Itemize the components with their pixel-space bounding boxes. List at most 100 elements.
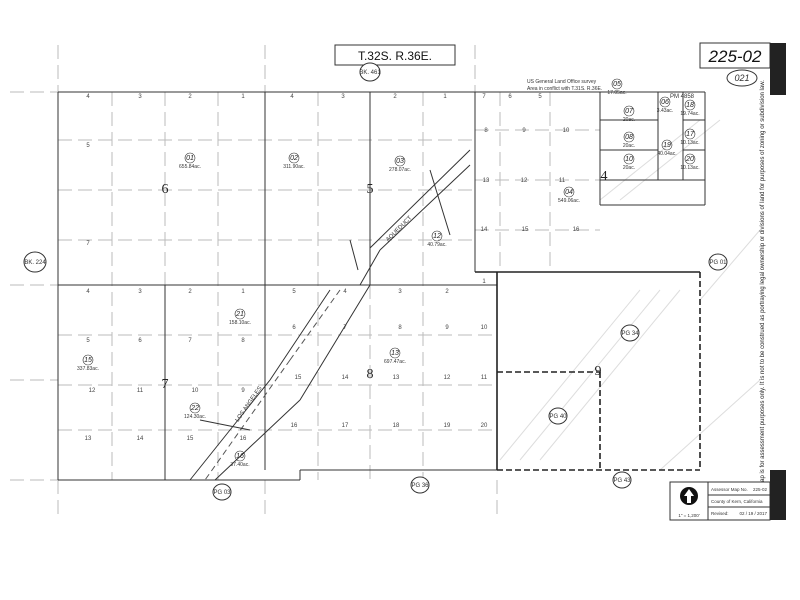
parcel-number: 01	[186, 155, 194, 162]
lot-number: 4	[343, 289, 347, 295]
lot-number: 4	[86, 289, 90, 295]
scale-label: 1" = 1,200'	[678, 513, 699, 518]
lot-number: 19	[444, 423, 451, 429]
parcel-number: 02	[290, 155, 298, 162]
lot-number: 13	[483, 178, 490, 184]
lot-number: 15	[522, 227, 529, 233]
aqueduct	[189, 149, 471, 481]
parcel-number: 12	[433, 233, 441, 240]
parcel-acreage: 10.13ac.	[680, 140, 699, 146]
parcel-acreage: 20ac.	[623, 117, 635, 123]
parcel-acreage: 40.04ac.	[657, 151, 676, 157]
map-number: 225-02	[708, 47, 762, 66]
disclaimer-text: This map is for assessment purposes only…	[760, 80, 766, 500]
section-4: 4	[601, 169, 608, 184]
lot-number: 3	[341, 94, 345, 100]
parcel-acreage: 40.79ac.	[427, 242, 446, 248]
parcel[interactable]: 16 37.40ac.	[230, 450, 250, 468]
parcel[interactable]: 17 10.13ac.	[680, 128, 700, 146]
parcel-acreage: 37.40ac.	[230, 462, 249, 468]
section-9: 9	[595, 364, 602, 379]
lot-number: 5	[86, 143, 90, 149]
lot-number: 2	[445, 289, 449, 295]
parcel-acreage: 10.13ac.	[680, 165, 699, 171]
lot-number: 14	[481, 227, 488, 233]
lot-number: 12	[444, 375, 451, 381]
lot-number: 10	[563, 128, 570, 134]
lot-number: 13	[85, 436, 92, 442]
parcel-acreage: 124.30ac.	[184, 414, 206, 420]
parcel-number: 19	[663, 142, 671, 149]
book-refs: BK. 461 BK. 224 PG 01 PG 34 PG 40 PG 03 …	[23, 62, 728, 501]
lot-number: 10	[192, 388, 199, 394]
lot-number: 7	[86, 241, 90, 247]
map-no: 225-02	[753, 487, 768, 492]
parcel[interactable]: 13 697.47ac.	[384, 347, 406, 365]
county-label: County of Kern, California	[711, 499, 763, 504]
parcel-number: 10	[625, 156, 633, 163]
parcel-number: 04	[565, 189, 573, 196]
lot-number: 9	[445, 325, 449, 331]
parcel-number: 18	[686, 102, 694, 109]
map-no-label: Assessor Map No.	[711, 487, 748, 492]
lot-number: 6	[138, 338, 142, 344]
lot-number: 1	[443, 94, 447, 100]
lot-number: 6	[292, 325, 296, 331]
section-6: 6	[162, 182, 169, 197]
lot-number: 4	[86, 94, 90, 100]
book-ref-461: BK. 461	[359, 70, 381, 76]
parcel-acreage: 158.10ac.	[229, 320, 251, 326]
parcel-number: 17	[686, 131, 695, 138]
lot-number: 17	[342, 423, 349, 429]
parcel-number: 21	[235, 311, 244, 318]
lot-number: 7	[482, 94, 486, 100]
section-boundaries	[57, 91, 706, 481]
lot-number: 20	[481, 423, 488, 429]
lot-number: 14	[342, 375, 349, 381]
lot-number: 9	[241, 388, 245, 394]
parcel-acreage: 278.07ac.	[389, 167, 411, 173]
parcel[interactable]: 05 17.05ac.	[607, 78, 627, 96]
page-ref-021: 021	[734, 73, 749, 83]
lot-number: 5	[538, 94, 542, 100]
parcel-number: 13	[391, 350, 399, 357]
parcel-acreage: 3.43ac.	[657, 108, 673, 114]
lot-number: 14	[137, 436, 144, 442]
parcel-number: 05	[613, 81, 621, 88]
lot-number: 16	[291, 423, 298, 429]
lot-number: 7	[188, 338, 192, 344]
parcel[interactable]: 04 549.06ac.	[558, 186, 580, 204]
parcel-acreage: 697.47ac.	[384, 359, 406, 365]
lot-number: 5	[86, 338, 90, 344]
parcel-acreage: 549.06ac.	[558, 198, 580, 204]
section-8: 8	[367, 367, 374, 382]
parcel-acreage: 337.83ac.	[77, 366, 99, 372]
parcel-number: 16	[236, 453, 244, 460]
page-ref: PG 40	[549, 414, 567, 420]
legend-box: 1" = 1,200' Assessor Map No. 225-02 Coun…	[669, 470, 786, 521]
parcel[interactable]: 19 40.04ac.	[657, 139, 677, 157]
parcel[interactable]: 12 40.79ac.	[427, 230, 447, 248]
lot-number: 1	[482, 279, 486, 285]
lot-number: 12	[89, 388, 96, 394]
parcel-acreage: 17.05ac.	[607, 90, 626, 96]
parcel[interactable]: 063.43ac.	[657, 96, 673, 114]
lot-number: 10	[481, 325, 488, 331]
lot-number: 18	[393, 423, 400, 429]
lot-number: 2	[188, 94, 192, 100]
parcel[interactable]: 21 158.10ac.	[229, 308, 251, 326]
lot-number: 5	[292, 289, 296, 295]
survey-note-2: Area in conflict with T.31S. R.36E.	[527, 86, 602, 92]
lot-number: 11	[481, 375, 488, 381]
